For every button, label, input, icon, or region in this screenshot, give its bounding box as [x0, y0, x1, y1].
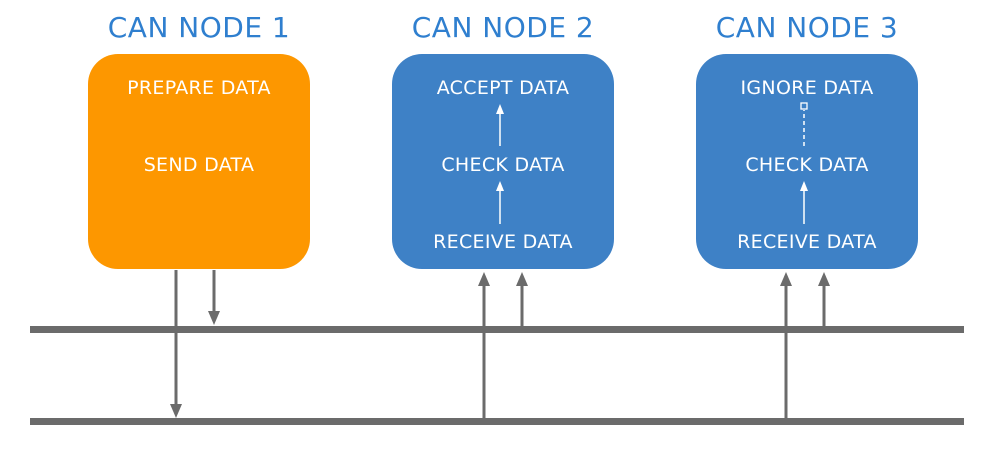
node-3-title: CAN NODE 3 [715, 11, 899, 44]
step-ignore-data: IGNORE DATA [740, 77, 874, 99]
square-terminator-icon [800, 102, 808, 110]
can-bus-low-line [30, 418, 964, 425]
step-send-data: SEND DATA [143, 154, 255, 176]
node-2-arrow-receive-to-check [496, 181, 504, 224]
step-accept-data: ACCEPT DATA [436, 77, 570, 99]
node-2-title: CAN NODE 2 [411, 11, 595, 44]
step-prepare-data: PREPARE DATA [127, 77, 271, 99]
can-bus-high-line [30, 326, 964, 333]
node-3-dashed-check-to-ignore [800, 102, 808, 146]
node-2-arrow-check-to-accept [496, 104, 504, 146]
node-1-send-arrow-to-bus-high [208, 270, 220, 325]
node-1-title: CAN NODE 1 [107, 11, 291, 44]
can-node-1: PREPARE DATA SEND DATA [88, 54, 310, 269]
can-node-3: IGNORE DATA CHECK DATA RECEIVE DATA [696, 54, 918, 269]
step-check-data: CHECK DATA [441, 154, 565, 176]
step-check-data: CHECK DATA [745, 154, 869, 176]
step-receive-data: RECEIVE DATA [737, 231, 877, 253]
node-2-receive-arrow-from-bus-low [478, 272, 490, 418]
node-3-arrow-receive-to-check [800, 181, 808, 224]
can-node-2: ACCEPT DATA CHECK DATA RECEIVE DATA [392, 54, 614, 269]
node-3-receive-arrow-from-bus-low [780, 272, 792, 418]
step-receive-data: RECEIVE DATA [433, 231, 573, 253]
node-3-receive-arrow-from-bus-high [818, 272, 830, 326]
node-2-receive-arrow-from-bus-high [516, 272, 528, 326]
node-1-send-arrow-to-bus-low [170, 270, 182, 418]
